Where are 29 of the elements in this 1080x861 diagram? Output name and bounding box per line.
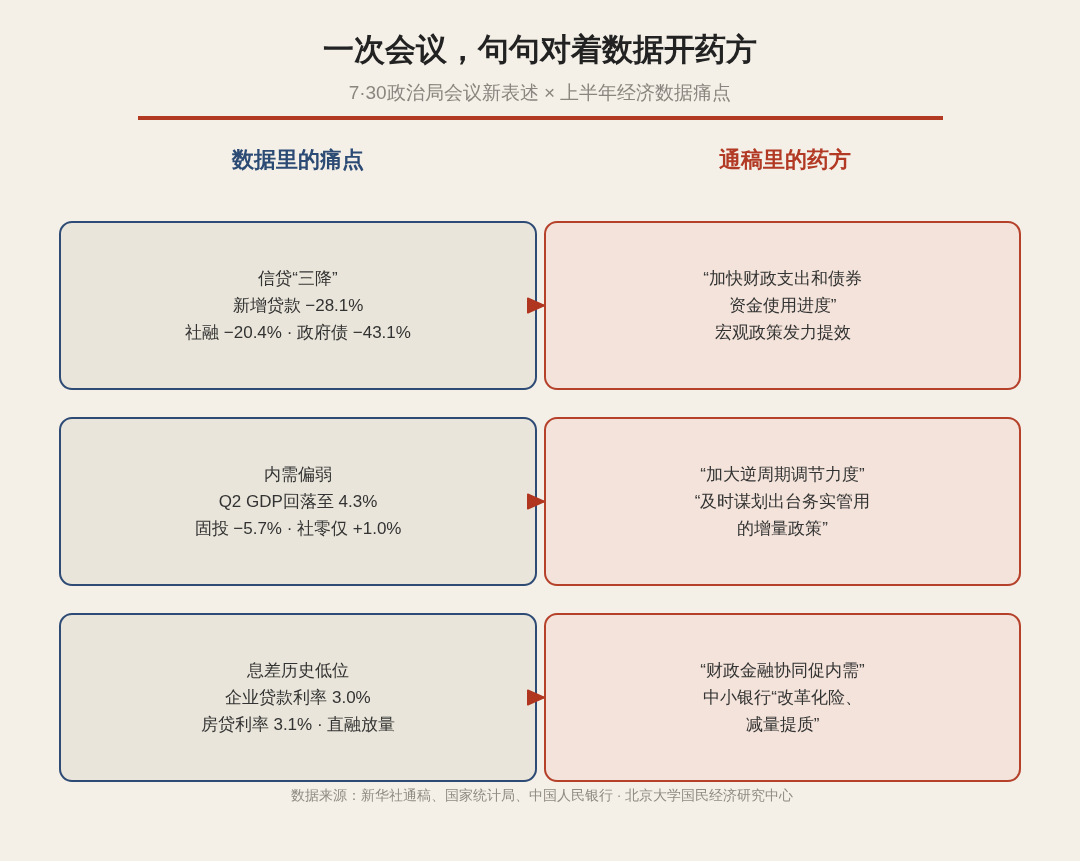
- box-text: 固投 −5.7% · 社零仅 +1.0%: [194, 518, 402, 540]
- box-text: 中小银行“改革化险、减量提质”: [702, 687, 863, 736]
- box-text: 企业贷款利率 3.0%: [225, 687, 371, 709]
- box-text: 房贷利率 3.1% · 直融放量: [200, 714, 396, 736]
- box-text: 信贷“三降”: [258, 268, 338, 290]
- rounded-box: [59, 221, 537, 390]
- arrow: [527, 297, 545, 314]
- arrow: [527, 493, 545, 510]
- box-text: Q2 GDP回落至 4.3%: [218, 491, 378, 513]
- box-text: 宏观政策发力提效: [714, 322, 851, 344]
- box-text: 新增贷款 −28.1%: [232, 295, 364, 317]
- rounded-box: [544, 417, 1021, 586]
- rounded-box: [59, 417, 537, 586]
- column-heading: 通稿里的药方: [719, 146, 851, 174]
- title: 一次会议，句句对着数据开药方: [322, 31, 758, 69]
- box-text: “及时谋划出台务实管用的增量政策”: [693, 491, 872, 540]
- source-note: 数据来源：新华社通稿、国家统计局、中国人民银行 · 北京大学国民经济研究中心: [290, 786, 794, 805]
- column-heading: 数据里的痛点: [232, 146, 364, 174]
- box-text: “财政金融协同促内需”: [700, 660, 865, 682]
- arrow: [527, 689, 545, 706]
- box-text: 内需偏弱: [264, 464, 332, 486]
- box-text: “加大逆周期调节力度”: [700, 464, 865, 486]
- box-text: “加快财政支出和债券资金使用进度”: [702, 268, 863, 317]
- rounded-box: [59, 613, 537, 782]
- box-text: 息差历史低位: [247, 660, 349, 682]
- rounded-box: [544, 613, 1021, 782]
- subtitle: 7·30政治局会议新表述 × 上半年经济数据痛点: [348, 81, 732, 105]
- box-text: 社融 −20.4% · 政府债 −43.1%: [185, 322, 411, 344]
- rounded-box: [544, 221, 1021, 390]
